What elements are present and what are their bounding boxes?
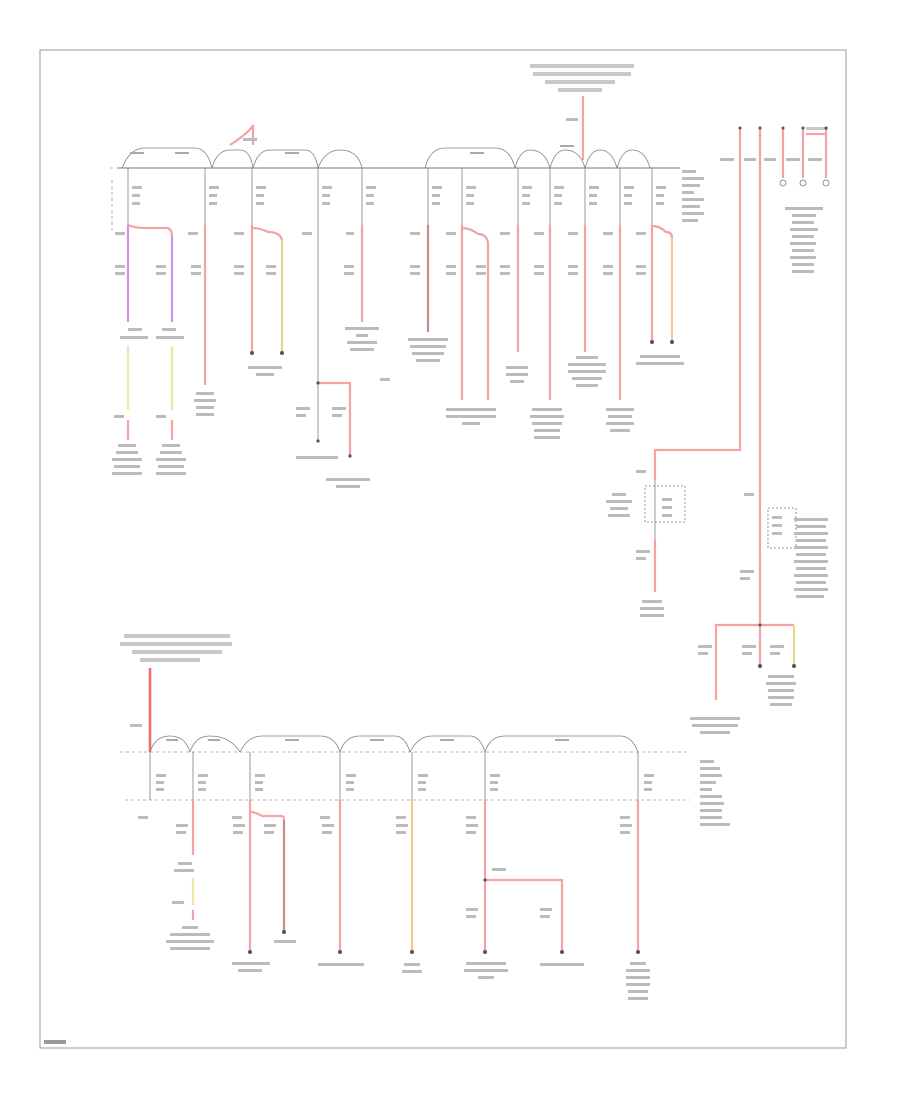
top-wires: [112, 223, 684, 488]
bottom-wires: [166, 800, 650, 1000]
right-top-components: [606, 126, 830, 734]
top-fuse-panel: [110, 64, 704, 222]
diagram-border: [39, 49, 847, 1049]
bottom-fuse-panel: [120, 634, 730, 826]
top-fuses: [111, 168, 666, 275]
page-label-mark: [44, 1040, 66, 1044]
bottom-fuses: [138, 752, 654, 834]
